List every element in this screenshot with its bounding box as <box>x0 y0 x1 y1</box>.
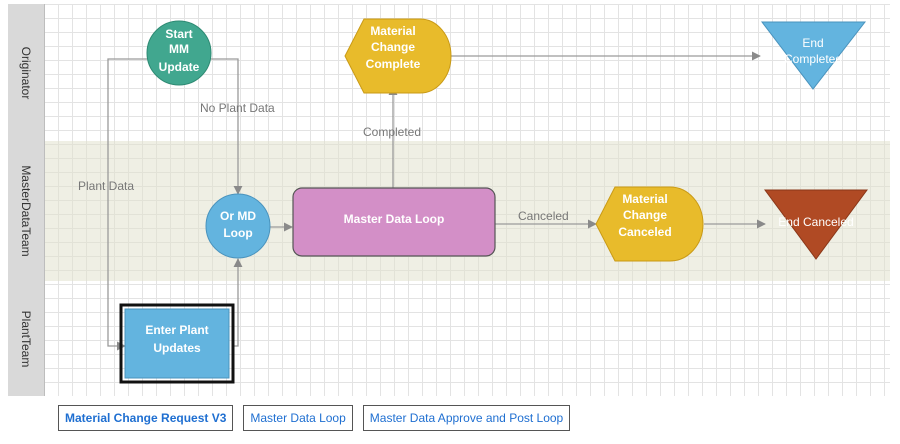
process-tab-bar: Material Change Request V3 Master Data L… <box>58 405 571 431</box>
mcx-label-line2: Change <box>623 208 667 222</box>
tab-master-data-approve-and-post-loop[interactable]: Master Data Approve and Post Loop <box>362 405 571 431</box>
mcc-label-line1: Material <box>370 24 415 38</box>
material-change-canceled-node[interactable]: Material Change Canceled <box>595 186 704 262</box>
start-mm-update-node[interactable]: Start MM Update <box>146 20 212 86</box>
mcc-label-line2: Change <box>371 40 415 54</box>
edge-start-to-enter-plant <box>107 58 147 351</box>
ormd-node-label-line1: Or MD <box>220 209 256 223</box>
edge-start-to-ormd <box>211 58 243 195</box>
lane-header-originator <box>8 4 45 141</box>
edge-label-canceled: Canceled <box>518 209 569 223</box>
enter-plant-selection-frame <box>119 303 235 384</box>
edge-label-no-plant-data: No Plant Data <box>200 101 275 115</box>
edge-enter-plant-to-ormd <box>233 258 243 347</box>
enter-plant-label-line1: Enter Plant <box>145 323 208 337</box>
end-completed-node[interactable]: End Completed <box>760 21 867 90</box>
edge-label-completed: Completed <box>363 125 421 139</box>
lane-header-plantteam <box>8 281 45 396</box>
mdloop-node-shape <box>292 187 496 257</box>
start-node-label-line3: Update <box>159 60 200 74</box>
ormd-node-label-line2: Loop <box>223 226 252 240</box>
enter-plant-label-line2: Updates <box>153 341 201 355</box>
start-node-shape <box>146 20 212 86</box>
end-canceled-shape <box>764 189 868 260</box>
end-canceled-label: End Canceled <box>778 215 853 229</box>
enter-plant-node-shape <box>124 308 230 379</box>
master-data-loop-node[interactable]: Master Data Loop <box>292 187 496 257</box>
end-canceled-node[interactable]: End Canceled <box>764 189 868 260</box>
start-node-label-line2: MM <box>169 42 189 56</box>
lane-header-masterdatateam <box>8 141 45 281</box>
tab-material-change-request-v3[interactable]: Material Change Request V3 <box>58 405 234 431</box>
end-completed-label-line1: End <box>802 36 823 50</box>
mcx-label-line1: Material <box>622 192 667 206</box>
end-completed-label-line2: Completed <box>784 52 842 66</box>
enter-plant-updates-node[interactable]: Enter Plant Updates <box>119 303 235 384</box>
mdloop-node-label: Master Data Loop <box>344 212 445 226</box>
material-change-complete-node[interactable]: Material Change Complete <box>344 18 452 94</box>
tab-master-data-loop[interactable]: Master Data Loop <box>243 405 353 431</box>
mcc-node-shape <box>344 18 452 94</box>
mcx-node-shape <box>595 186 704 262</box>
mcc-label-line3: Complete <box>366 57 421 71</box>
start-node-label-line1: Start <box>165 27 192 41</box>
edge-label-plant-data: Plant Data <box>78 179 134 193</box>
end-completed-shape <box>760 21 867 90</box>
ormd-node-shape <box>205 193 271 259</box>
mcx-label-line3: Canceled <box>618 225 671 239</box>
or-md-loop-node[interactable]: Or MD Loop <box>205 193 271 259</box>
